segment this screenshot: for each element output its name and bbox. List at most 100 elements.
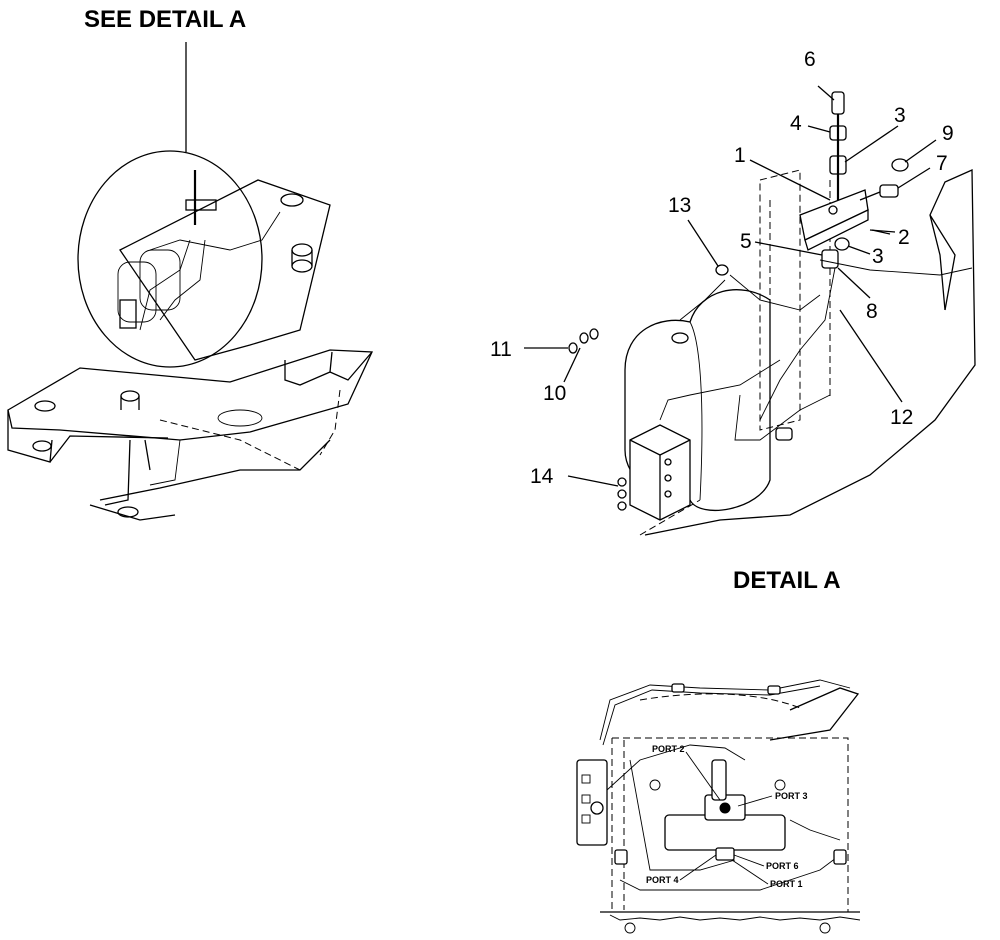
frame-hole (120, 390, 140, 402)
callout-14: 14 (530, 465, 554, 488)
callout-2: 2 (898, 226, 910, 249)
base-bolt (819, 922, 831, 934)
see-detail-a-heading: SEE DETAIL A (84, 6, 247, 33)
tube (149, 439, 181, 486)
leader-8 (837, 267, 871, 299)
leader-port-3 (737, 795, 773, 807)
callout-leaders (524, 85, 937, 487)
callout-6: 6 (804, 48, 816, 71)
plate-boss (280, 193, 304, 207)
callout-3-lower: 3 (872, 245, 884, 268)
leader-9 (904, 139, 937, 163)
hose-right (769, 687, 860, 741)
frame-hole (117, 506, 139, 518)
air-line (819, 259, 973, 276)
plate-hole (649, 779, 661, 791)
frame-hole (34, 400, 56, 412)
block-port (581, 774, 591, 784)
detail-valve-block (576, 759, 608, 846)
detail-fitting-stack (711, 759, 727, 801)
leader-3a (844, 125, 899, 163)
block-fitting (590, 801, 604, 815)
air-line-top (599, 679, 851, 741)
port-fitting-bottom (715, 847, 735, 861)
plate-cutout (929, 214, 956, 311)
callout-4: 4 (790, 112, 802, 135)
washer-11 (589, 328, 599, 340)
air-line (679, 279, 726, 321)
hidden-line (639, 499, 701, 536)
inline-fitting (775, 427, 793, 441)
plate-hole (774, 779, 786, 791)
opening (217, 409, 263, 427)
leader-12 (839, 309, 903, 403)
frame-edge (49, 435, 169, 463)
side-fitting (614, 849, 628, 865)
fitting-9 (891, 158, 909, 172)
leader-1 (749, 159, 831, 201)
tank-fitting (671, 332, 689, 344)
block-port (581, 794, 591, 804)
air-line (159, 239, 206, 321)
mounting-plate (119, 179, 331, 361)
callout-9: 9 (942, 122, 954, 145)
lower-frame (89, 504, 176, 521)
fitting-13 (715, 264, 729, 276)
leader-port-4 (679, 854, 717, 881)
base-bolt (624, 922, 636, 934)
hidden-line (319, 389, 341, 456)
block-port (581, 814, 591, 824)
main-assembly-drawing (568, 91, 976, 536)
fitting-7 (879, 184, 899, 198)
leader-4 (807, 125, 831, 133)
callout-7: 7 (936, 152, 948, 175)
nut-11 (568, 342, 578, 354)
callout-8: 8 (866, 300, 878, 323)
hidden-line (159, 419, 301, 471)
callout-13: 13 (668, 194, 691, 217)
label-port-4: PORT 4 (646, 875, 679, 885)
frame-end (7, 410, 53, 463)
fitting-5 (821, 249, 839, 269)
block-edge (629, 439, 661, 456)
air-line (149, 211, 281, 251)
detail-a-circle (77, 150, 263, 368)
block-edge (659, 439, 691, 456)
callout-5: 5 (740, 230, 752, 253)
block-bolt (617, 501, 627, 511)
valve-port (828, 205, 838, 215)
detail-a-heading: DETAIL A (733, 567, 841, 594)
leader-port-2 (685, 751, 721, 801)
fitting-3b (834, 237, 850, 251)
detail-a-drawing: PORT 2 PORT 3 PORT 4 PORT 6 PORT 1 (576, 679, 861, 934)
block-bolt (617, 477, 627, 487)
leader-14 (567, 475, 619, 487)
tank-outline (639, 693, 801, 709)
leader-13 (687, 219, 719, 267)
air-line (729, 274, 821, 311)
label-port-6: PORT 6 (766, 861, 799, 871)
air-line (606, 744, 746, 791)
callout-11: 11 (490, 338, 512, 361)
bracket-sheet (759, 169, 801, 431)
upright (104, 439, 131, 506)
bracket (329, 351, 373, 381)
valve-block (119, 299, 137, 329)
air-tank (117, 261, 157, 323)
callout-10: 10 (543, 382, 566, 405)
washer-10 (579, 332, 589, 344)
overview-drawing (7, 42, 373, 521)
label-port-3: PORT 3 (775, 791, 808, 801)
manifold (185, 199, 217, 211)
air-line (659, 359, 781, 421)
block-port (664, 458, 672, 466)
line-fitting (767, 685, 781, 695)
leader-port-6 (733, 854, 765, 867)
callout-12: 12 (890, 406, 913, 429)
block-port (664, 490, 672, 498)
air-line-top-2 (602, 685, 821, 746)
callout-1: 1 (734, 144, 746, 167)
leader-3b (847, 245, 871, 255)
